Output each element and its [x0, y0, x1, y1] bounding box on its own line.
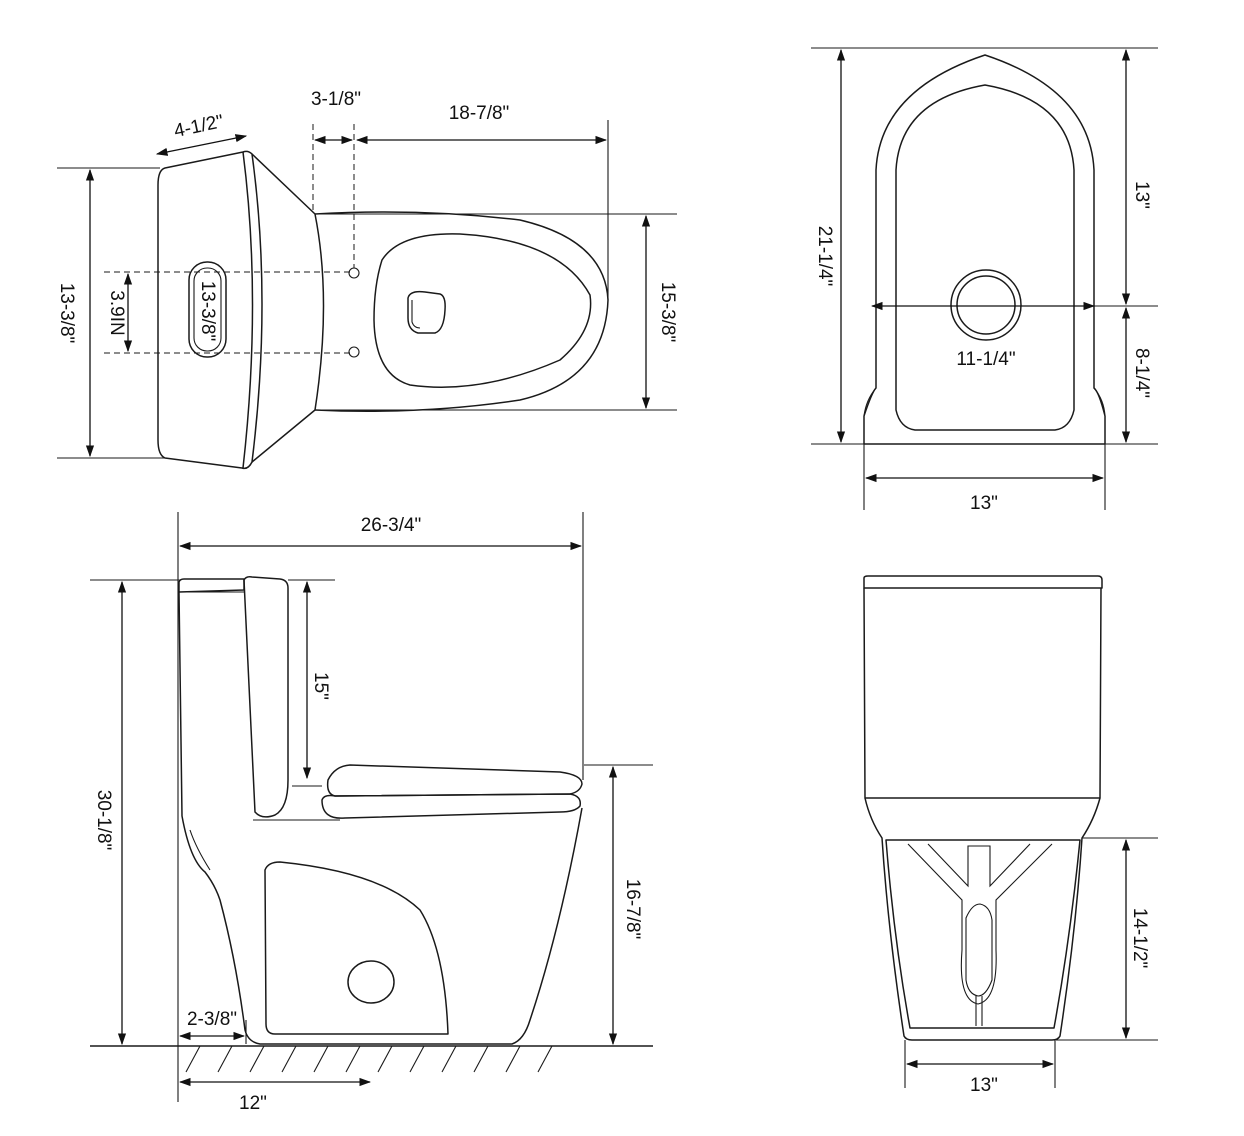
tank-lid-edge [242, 151, 254, 469]
slot-length-label: 13-3/8" [197, 281, 218, 342]
rear-lid [863, 575, 1103, 589]
front-base-width-label: 13" [970, 493, 998, 514]
rear-base-width-label: 13" [970, 1075, 998, 1096]
bowl-outer [314, 211, 609, 412]
seat-lid [326, 764, 583, 797]
side-view: 26-3/4" 30-1/8" 15" 16-7/8" 2-3/8" 12" [90, 512, 653, 1114]
flush-opening-inner [411, 300, 421, 329]
hole-spacing-label: 3.9IN [106, 290, 127, 335]
bowl-neck [251, 153, 325, 463]
tank-body [243, 576, 289, 818]
side-panel [264, 861, 449, 1035]
seat-height-label: 16-7/8" [622, 879, 643, 940]
bolt-hole-bottom [348, 346, 360, 358]
front-view: 21-1/4" 13" 8-1/4" 11-1/4" 13" [811, 47, 1158, 514]
top-view: 4-1/2" 3-1/8" 18-7/8" 13-3/8" 3.9IN 13-3… [56, 89, 678, 470]
rough-in-label: 12" [239, 1093, 267, 1114]
flush-slot-outer [188, 261, 227, 358]
outlet-outer [950, 269, 1022, 341]
toilet-body [178, 591, 583, 1045]
trapway-inner [927, 843, 1031, 888]
rough-offset-label: 3-1/8" [311, 89, 361, 110]
drain-shape [965, 903, 993, 997]
tank-depth-label: 4-1/2" [172, 111, 225, 142]
rear-body [864, 797, 1101, 1041]
outlet-inner [956, 275, 1016, 335]
bowl-inner [373, 233, 592, 388]
tank-outline [157, 150, 263, 470]
outlet-diameter-label: 11-1/4" [956, 349, 1015, 370]
tank-lid [178, 578, 245, 593]
rear-to-outlet-label: 13" [1131, 181, 1152, 209]
tank-height-label: 15" [310, 672, 331, 700]
bolt-hole-top [348, 267, 360, 279]
overall-height-label: 30-1/8" [93, 790, 114, 851]
rear-view: 14-1/2" 13" [863, 575, 1158, 1096]
front-outer-outline [863, 54, 1106, 445]
overall-depth-label: 21-1/4" [814, 226, 835, 287]
rear-tank [863, 587, 1102, 799]
rear-base-height-label: 14-1/2" [1129, 908, 1150, 969]
flush-opening [407, 290, 446, 334]
trapway-outer [907, 843, 1053, 1005]
outlet-to-front-label: 8-1/4" [1131, 348, 1152, 398]
side-hole [347, 960, 395, 1004]
rear-opening [885, 839, 1081, 1029]
bowl-width-label: 15-3/8" [657, 282, 678, 343]
floor-hatch [185, 1045, 553, 1073]
overall-length-label: 26-3/4" [361, 515, 422, 536]
base-offset-label: 2-3/8" [187, 1009, 237, 1030]
front-inner-outline [895, 84, 1075, 431]
seat-ring [321, 793, 582, 819]
tank-width-label: 13-3/8" [56, 283, 77, 344]
bowl-length-label: 18-7/8" [449, 103, 510, 124]
flush-slot-inner [193, 267, 222, 352]
